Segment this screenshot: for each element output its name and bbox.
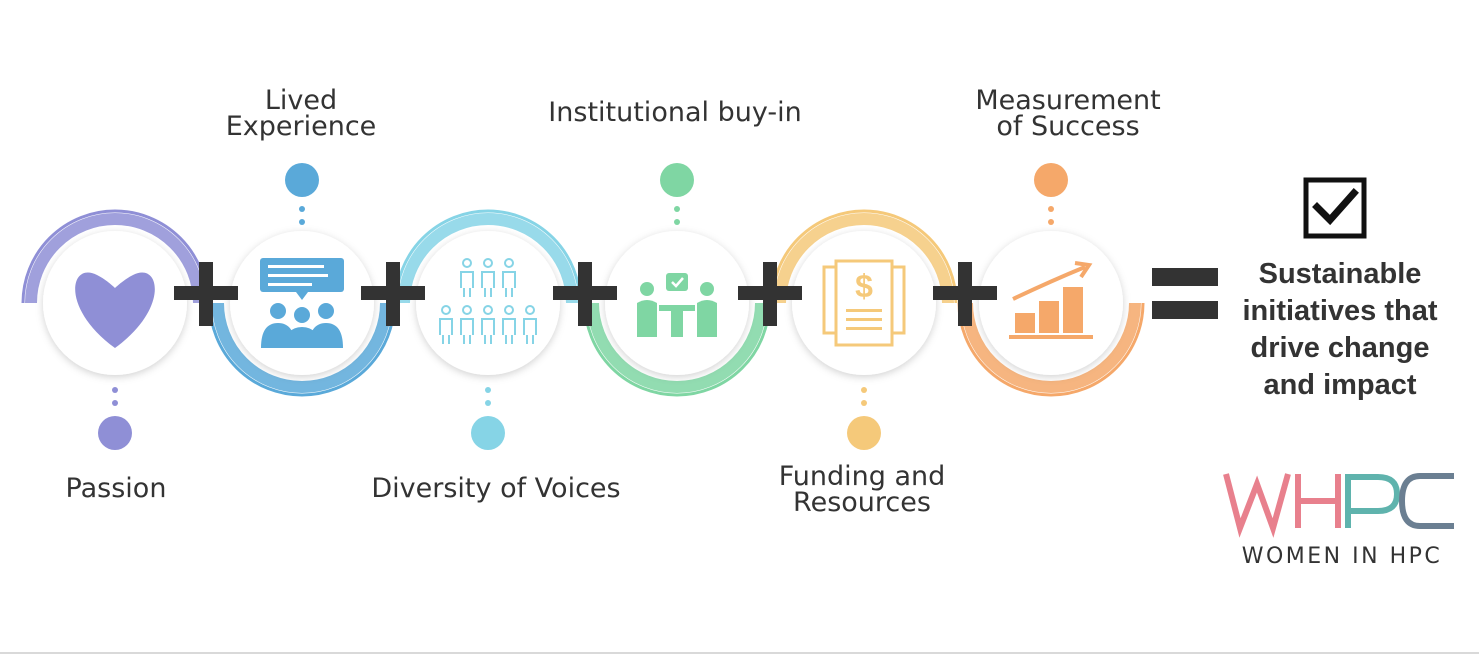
step-connector-dot [847,387,881,450]
whpc-logo [1223,473,1454,538]
meeting-approval-icon [637,273,717,337]
step-label: Lived Experience [225,85,377,142]
step-label: Funding and Resources [778,461,946,518]
step-circle [416,231,560,375]
plus-operator [738,262,802,326]
step-circle [230,231,374,375]
step-label: Passion [65,473,167,504]
result-statement: Sustainable initiatives that drive chang… [1242,258,1438,401]
svg-text:$: $ [855,268,873,304]
step-connectors [98,163,1068,450]
audience-presentation-icon [260,258,344,348]
heart-icon [75,272,155,348]
step-ring [208,302,396,397]
plus-operator [174,262,238,326]
step-connector-dot [660,163,694,225]
bottom-divider [0,652,1479,654]
logo-letter-w [1223,473,1291,538]
step-connector-dot [98,387,132,450]
step-ring [770,209,958,304]
step-label: Institutional buy-in [548,97,802,128]
step-connector-dot [1034,163,1068,225]
growth-chart-icon [1009,261,1093,339]
people-group-icon [439,258,537,344]
logo-letter-c [1398,473,1454,529]
logo-letter-p [1345,474,1401,528]
invoice-dollar-icon: $ [822,259,906,347]
plus-operator [933,262,997,326]
step-label: Diversity of Voices [371,473,621,504]
step-connector-dot [471,387,505,450]
logo-letter-h [1295,474,1341,528]
step-label: Measurement of Success [975,85,1161,142]
step-icons: $ [75,258,1093,348]
step-circle [605,231,749,375]
step-ring [21,209,209,304]
step-rings [21,209,1145,397]
plus-operator [361,262,425,326]
operators [174,262,1218,326]
step-ring [957,302,1145,397]
step-connector-dot [285,163,319,225]
plus-operator [553,262,617,326]
checked-box-icon [1303,177,1367,239]
equals-operator [1152,268,1218,319]
step-ring [394,209,582,304]
brand-name: WOMEN IN HPC [1241,544,1443,569]
step-ring [583,302,771,397]
